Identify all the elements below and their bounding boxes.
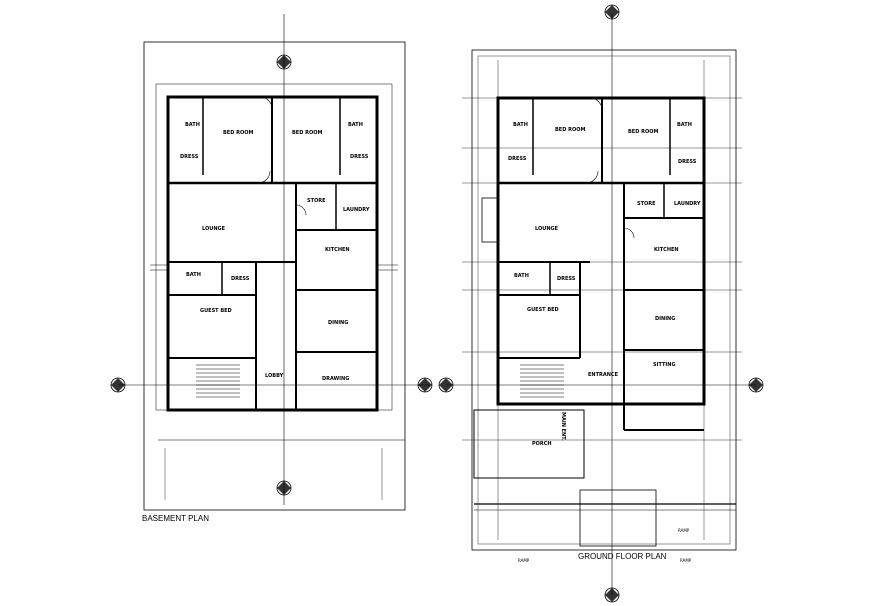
room-label: BATH	[513, 122, 528, 128]
room-label: RAMP	[518, 558, 530, 563]
room-label: DRESS	[508, 156, 527, 162]
room-label: BED ROOM	[223, 130, 253, 136]
ground-labels: BATH BED ROOM DRESS BED ROOM BATH DRESS …	[508, 122, 701, 563]
grid-marker-icon	[417, 377, 433, 393]
room-label: LAUNDRY	[674, 201, 701, 207]
basement-stairs	[196, 364, 240, 398]
grid-marker-icon	[604, 4, 620, 20]
room-label: BATH	[185, 122, 200, 128]
room-label: MAIN ENT.	[560, 412, 566, 441]
room-label: DRESS	[678, 159, 697, 165]
room-label: DINING	[328, 320, 348, 326]
plan-title: BASEMENT PLAN	[142, 514, 209, 523]
room-label: KITCHEN	[654, 247, 679, 253]
grid-marker-icon	[276, 480, 292, 496]
room-label: DRESS	[350, 154, 369, 160]
room-label: BED ROOM	[555, 127, 585, 133]
basement-labels: BATH BED ROOM DRESS BED ROOM BATH DRESS …	[142, 122, 370, 523]
room-label: STORE	[637, 201, 656, 207]
room-label: KITCHEN	[325, 247, 350, 253]
room-label: GUEST BED	[527, 307, 559, 313]
plan-title: GROUND FLOOR PLAN	[578, 552, 667, 561]
room-label: BATH	[677, 122, 692, 128]
room-label: BED ROOM	[628, 129, 658, 135]
grid-marker-icon	[438, 377, 454, 393]
grid-marker-icon	[276, 54, 292, 70]
room-label: BATH	[186, 272, 201, 278]
grid-marker-icon	[110, 377, 126, 393]
room-label: LOBBY	[265, 373, 284, 379]
room-label: ENTRANCE	[588, 372, 619, 378]
room-label: RAMP	[680, 558, 692, 563]
room-label: DRESS	[231, 276, 250, 282]
room-label: GUEST BED	[200, 308, 232, 314]
ground-stairs	[520, 364, 564, 398]
room-label: DINING	[655, 316, 675, 322]
room-label: STORE	[307, 198, 326, 204]
room-label: LOUNGE	[535, 226, 559, 232]
room-label: DRESS	[557, 276, 576, 282]
room-label: BATH	[348, 122, 363, 128]
ground-floor-plan	[438, 4, 764, 603]
room-label: SITTING	[653, 362, 676, 368]
room-label: BED ROOM	[292, 130, 322, 136]
room-label: RAMP	[678, 528, 690, 533]
room-label: DRESS	[180, 154, 199, 160]
room-label: DRAWING	[322, 376, 349, 382]
room-label: LAUNDRY	[343, 207, 370, 213]
room-label: LOUNGE	[202, 226, 226, 232]
room-label: BATH	[514, 273, 529, 279]
grid-marker-icon	[604, 587, 620, 603]
grid-marker-icon	[748, 377, 764, 393]
room-label: PORCH	[532, 441, 552, 447]
basement-plan	[110, 14, 433, 511]
